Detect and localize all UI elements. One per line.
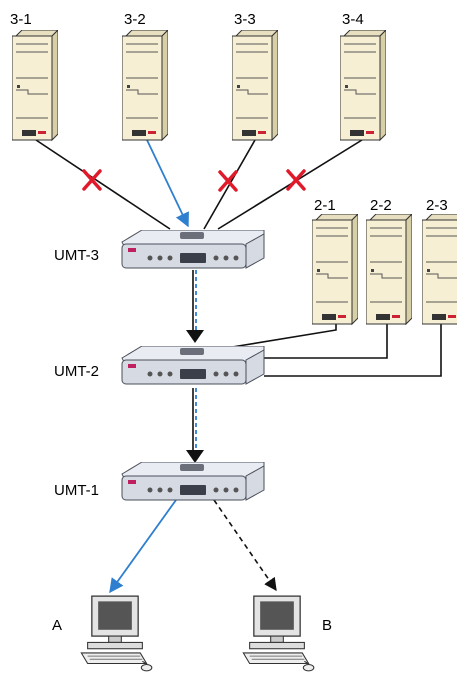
server-2-3: 2-3 <box>422 197 457 325</box>
switch-label-umt-1: UMT-1 <box>54 482 99 499</box>
server-label-2-3: 2-3 <box>426 197 448 214</box>
switch-umt-1: UMT-1 <box>54 462 265 501</box>
server-3-1: 3-1 <box>10 11 58 141</box>
switch-umt-3: UMT-3 <box>54 230 265 269</box>
console-a: A <box>52 595 153 672</box>
server-label-2-1: 2-1 <box>314 197 336 214</box>
server-label-3-1: 3-1 <box>10 11 32 28</box>
server-label-3-4: 3-4 <box>342 11 364 28</box>
server-2-1: 2-1 <box>312 197 358 325</box>
cables <box>35 139 442 594</box>
arrow-umt-3-umt-2 <box>186 330 204 343</box>
server-label-3-3: 3-3 <box>234 11 256 28</box>
blocked-mark-3-1 <box>82 169 102 191</box>
cable-3-2-umt-3 <box>146 139 189 228</box>
switch-label-umt-3: UMT-3 <box>54 247 99 264</box>
console-label-a: A <box>52 617 62 634</box>
server-3-2: 3-2 <box>122 11 168 141</box>
blocked-mark-3-3 <box>218 170 238 192</box>
console-label-b: B <box>322 617 332 634</box>
console-b: B <box>242 595 332 672</box>
server-3-3: 3-3 <box>232 11 278 141</box>
cable-umt-1-console-b <box>213 499 277 592</box>
server-label-2-2: 2-2 <box>370 197 392 214</box>
cable-3-1-umt-3 <box>35 139 171 230</box>
server-2-2: 2-2 <box>366 197 412 325</box>
blocked-mark-3-4 <box>286 169 306 191</box>
switch-umt-2: UMT-2 <box>54 346 265 385</box>
switch-label-umt-2: UMT-2 <box>54 363 99 380</box>
server-3-4: 3-4 <box>340 11 386 141</box>
cable-2-2-umt-2 <box>264 322 388 359</box>
blocked-marks <box>82 169 306 192</box>
server-label-3-2: 3-2 <box>124 11 146 28</box>
cable-2-3-umt-2 <box>264 322 442 377</box>
cable-umt-1-console-a <box>109 499 177 594</box>
arrow-umt-2-umt-1 <box>186 450 204 463</box>
